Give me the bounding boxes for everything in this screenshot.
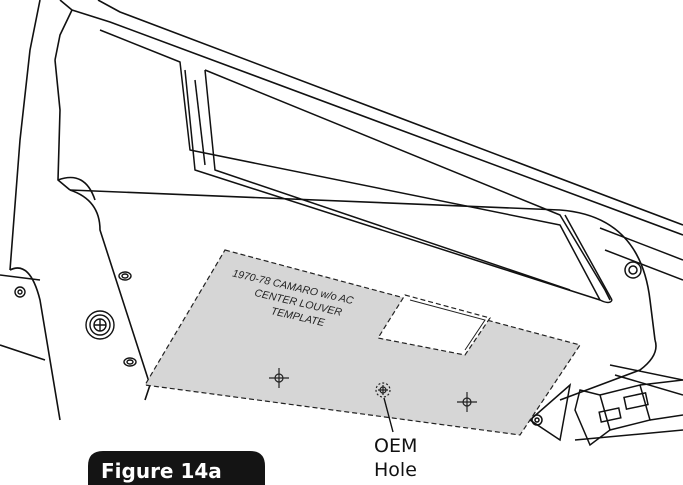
bolt-icon: [85, 310, 115, 340]
left-holes: [14, 271, 137, 367]
template-cutout: [377, 294, 491, 356]
crosshair-mark-right: [457, 392, 477, 412]
figure-badge: Figure 14a: [88, 451, 265, 485]
louver-template: [144, 249, 581, 436]
crosshair-mark-left: [269, 368, 289, 388]
top-recess-panel: [99, 29, 613, 304]
figure-label: Figure 14a: [101, 459, 222, 483]
dash-panel-body: [0, 0, 683, 421]
oem-hole-label-line-1: OEM: [374, 435, 417, 457]
callout-leader-line: [383, 397, 394, 433]
drill-marks: [269, 368, 477, 412]
crosshair-mark-center: [375, 382, 391, 398]
side-bracket: [528, 227, 683, 447]
oem-hole-label-line-2: Hole: [374, 459, 417, 481]
